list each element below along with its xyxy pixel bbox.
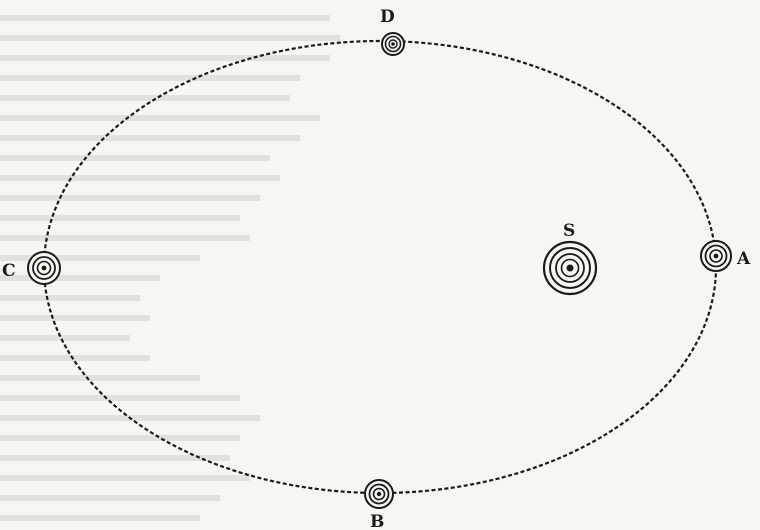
planet-b-icon <box>365 480 393 508</box>
orbit-path <box>44 41 716 493</box>
label-d: D <box>380 7 395 27</box>
label-s: S <box>563 221 575 241</box>
planet-d-icon <box>382 33 404 55</box>
planet-a-icon <box>701 241 731 271</box>
sun-icon <box>544 242 596 294</box>
label-c: C <box>2 261 16 281</box>
planet-c-icon <box>28 252 60 284</box>
label-b: B <box>370 512 384 530</box>
label-a: A <box>736 249 751 269</box>
